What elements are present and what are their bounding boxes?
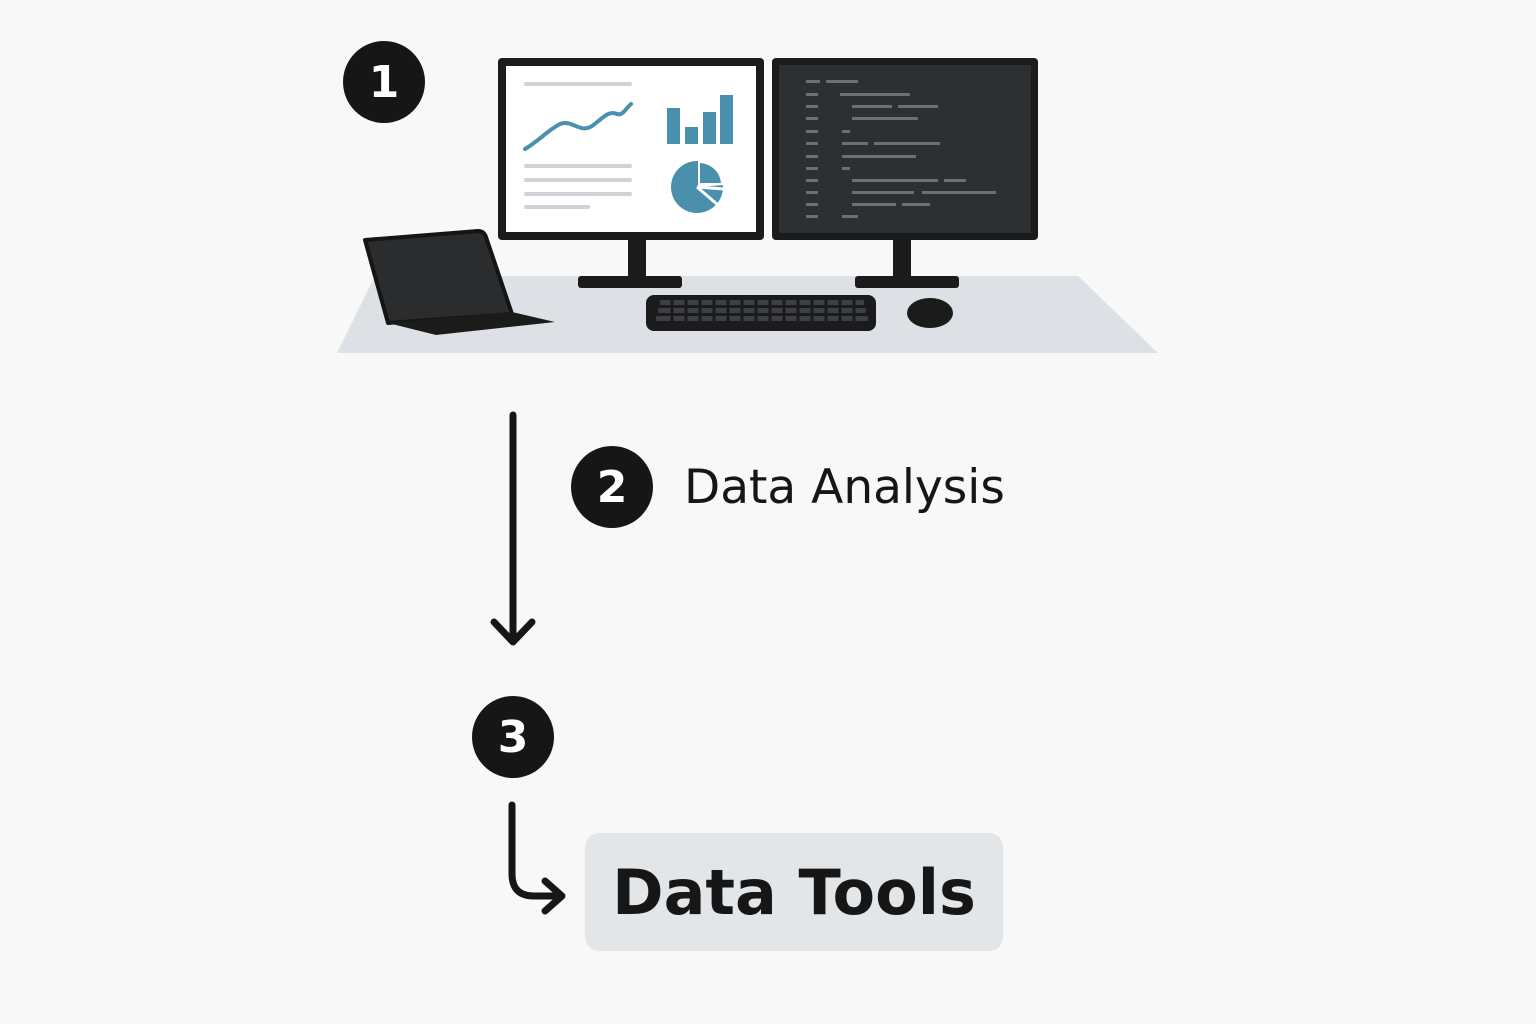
keyboard-icon — [646, 295, 876, 331]
step-3-label: Data Tools — [612, 855, 976, 929]
data-tools-box: Data Tools — [585, 833, 1003, 951]
mouse-icon — [907, 298, 953, 328]
bent-arrow — [508, 801, 566, 915]
monitor-icon — [498, 58, 764, 288]
down-arrow — [490, 411, 536, 646]
pie-chart-icon — [671, 160, 725, 213]
step-3-number: 3 — [497, 711, 529, 763]
line-chart-icon — [523, 102, 633, 151]
step-2-label: Data Analysis — [684, 460, 1005, 515]
step-2-number: 2 — [596, 461, 628, 513]
step-2-badge: 2 — [571, 446, 653, 528]
step-1-badge: 1 — [343, 41, 425, 123]
step-3-badge: 3 — [472, 696, 554, 778]
code-editor-icon — [772, 58, 1038, 288]
laptop-icon — [363, 229, 555, 335]
bar-chart-icon — [667, 95, 733, 144]
step-1-number: 1 — [368, 56, 400, 108]
